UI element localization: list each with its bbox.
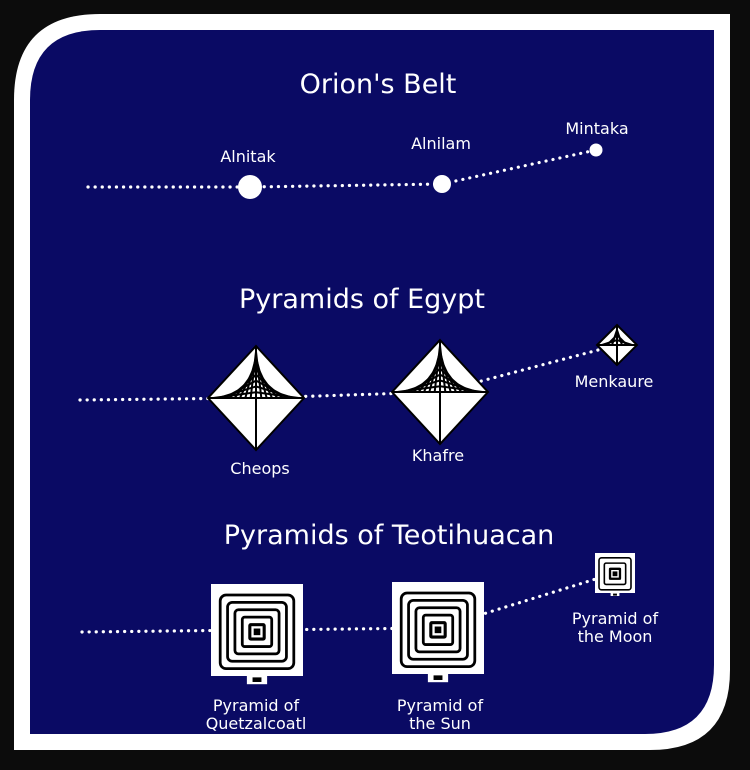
pyramid-of-the-sun: [392, 582, 484, 682]
pyramid-of-the-moon: [595, 553, 635, 596]
pyramid-stair: [434, 675, 443, 680]
star-label-alnitak: Alnitak: [220, 147, 276, 166]
pyramid-label-quetzalcoatl-line1: Pyramid of: [213, 696, 300, 715]
pyramid-top: [613, 571, 618, 576]
pyramid-label-cheops: Cheops: [230, 459, 289, 478]
star-label-mintaka: Mintaka: [565, 119, 628, 138]
star-alnitak: [238, 175, 262, 199]
egypt-title: Pyramids of Egypt: [239, 284, 485, 315]
pyramid-label-khafre: Khafre: [412, 446, 464, 465]
pyramid-quetzalcoatl: [211, 584, 303, 684]
pyramid-label-quetzalcoatl-line2: Quetzalcoatl: [206, 714, 307, 733]
pyramid-label-sun-line2: the Sun: [409, 714, 471, 733]
teotihuacan-title: Pyramids of Teotihuacan: [224, 520, 555, 551]
pyramid-label-moon-line2: the Moon: [578, 627, 653, 646]
star-label-alnilam: Alnilam: [411, 134, 471, 153]
star-alnilam: [433, 175, 451, 193]
orion-title: Orion's Belt: [300, 69, 457, 100]
star-mintaka: [590, 144, 603, 157]
pyramid-top: [435, 627, 442, 634]
pyramid-label-sun-line1: Pyramid of: [397, 696, 484, 715]
pyramid-stair: [253, 677, 262, 682]
pyramid-label-moon-line1: Pyramid of: [572, 609, 659, 628]
pyramid-label-menkaure: Menkaure: [575, 372, 654, 391]
pyramid-top: [254, 629, 261, 636]
pyramid-stair: [613, 594, 617, 596]
